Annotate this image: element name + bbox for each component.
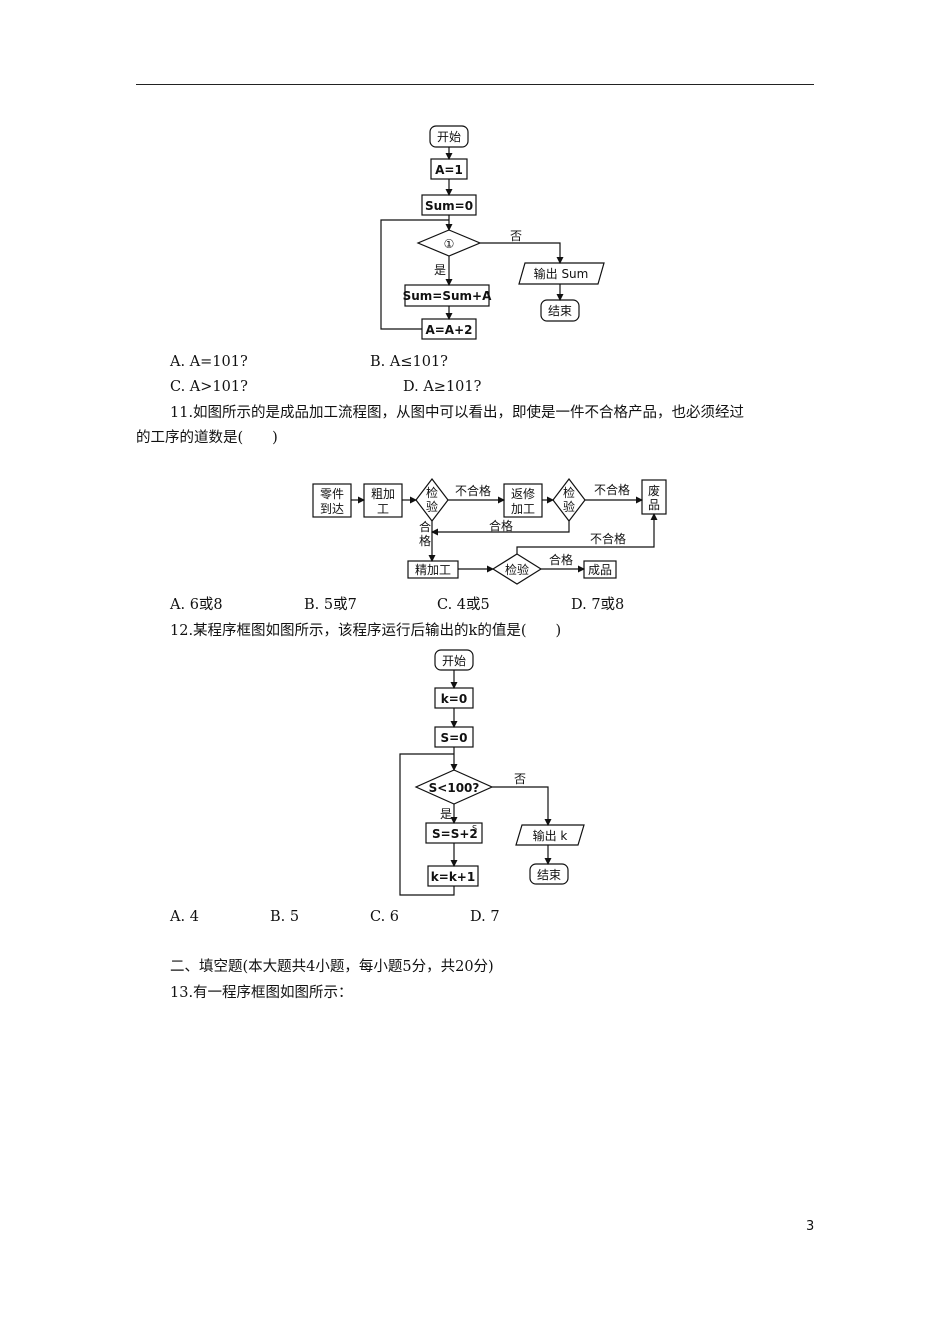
fc1-sumadd: Sum=Sum+A [403,289,492,303]
q10-option-d: D. A≥101? [403,379,482,395]
fc2-repair-1: 返修 [511,486,535,501]
fc3-sadd-sup: S [472,824,477,833]
q11-option-a: A. 6或8 [170,597,223,613]
fc2-check2-a: 检 [563,485,575,500]
fc2-pass-3: 合格 [549,552,573,567]
q12-option-a: A. 4 [170,909,199,925]
fc1-ainc: A=A+2 [425,323,472,337]
fc3-yes: 是 [440,807,452,821]
fc3-end: 结束 [537,868,561,882]
q12-option-c: C. 6 [370,909,400,925]
q12-option-b: B. 5 [270,909,300,925]
flowchart-3: 开始 k=0 S=0 S<100? 否 是 S=S+2 S 输出 k k=k+1… [399,649,585,896]
header-rule [136,84,814,85]
fc1-a1: A=1 [435,163,463,177]
fc2-parts-2: 到达 [320,502,344,516]
fc2-repair-2: 加工 [511,502,535,516]
q10-option-b: B. A≤101? [370,354,448,370]
fc3-s0: S=0 [440,731,467,745]
fc3-kinc: k=k+1 [431,870,475,884]
fc3-k0: k=0 [441,692,467,706]
q10-option-a: A. A=101? [170,354,248,370]
fc2-fail-2: 不合格 [594,482,630,497]
fc2-rough-2: 工 [377,502,389,516]
flowchart-2: 零件 到达 粗加 工 检 验 不合格 返修 加工 检 验 不合格 废 品 合 格… [312,478,667,585]
fc2-parts-1: 零件 [320,487,344,501]
fc1-end: 结束 [548,304,572,318]
fc2-pass-1a: 合 [419,519,431,534]
fc2-fail-1: 不合格 [455,483,491,498]
fc2-check3: 检验 [505,562,529,577]
page-number: 3 [806,1219,815,1234]
flowchart-1: 开始 A=1 Sum=0 ① 否 是 输出 Sum Sum=Sum+A 结束 A… [380,125,605,340]
q11-option-b: B. 5或7 [304,597,357,613]
fc3-output: 输出 k [533,828,568,843]
q11-option-c: C. 4或5 [437,597,490,613]
fc2-fail-3: 不合格 [590,531,626,546]
fc3-no: 否 [514,772,526,786]
fc2-product: 成品 [588,563,612,577]
fc1-yes: 是 [434,263,446,277]
fc1-sum0: Sum=0 [425,199,473,213]
q12-text: 12.某程序框图如图所示，该程序运行后输出的k的值是( ) [170,623,562,639]
q12-option-d: D. 7 [470,909,500,925]
fc2-check2-b: 验 [563,499,575,514]
fc2-fine: 精加工 [415,563,451,577]
fc1-no: 否 [510,229,522,243]
q13-text: 13.有一程序框图如图所示： [170,985,353,1001]
section-2-title: 二、填空题(本大题共4小题，每小题5分，共20分) [170,959,494,975]
fc3-cond: S<100? [429,781,480,795]
q11-text-line1: 11.如图所示的是成品加工流程图，从图中可以看出，即使是一件不合格产品，也必须经… [170,405,745,421]
fc2-check1-b: 验 [426,499,438,514]
fc2-check1-a: 检 [426,485,438,500]
fc1-start: 开始 [437,130,461,144]
fc2-rough-1: 粗加 [371,487,395,501]
fc2-waste-2: 品 [648,498,660,512]
fc1-cond: ① [444,237,455,251]
fc2-pass-2: 合格 [489,518,513,533]
q11-option-d: D. 7或8 [571,597,625,613]
fc2-waste-1: 废 [648,483,660,498]
q11-text-line2: 的工序的道数是( ) [136,430,278,446]
q10-option-c: C. A>101? [170,379,248,395]
fc3-start: 开始 [442,654,466,668]
fc3-sadd: S=S+2 [432,827,478,841]
fc2-pass-1b: 格 [419,533,431,548]
fc1-output: 输出 Sum [534,266,589,281]
